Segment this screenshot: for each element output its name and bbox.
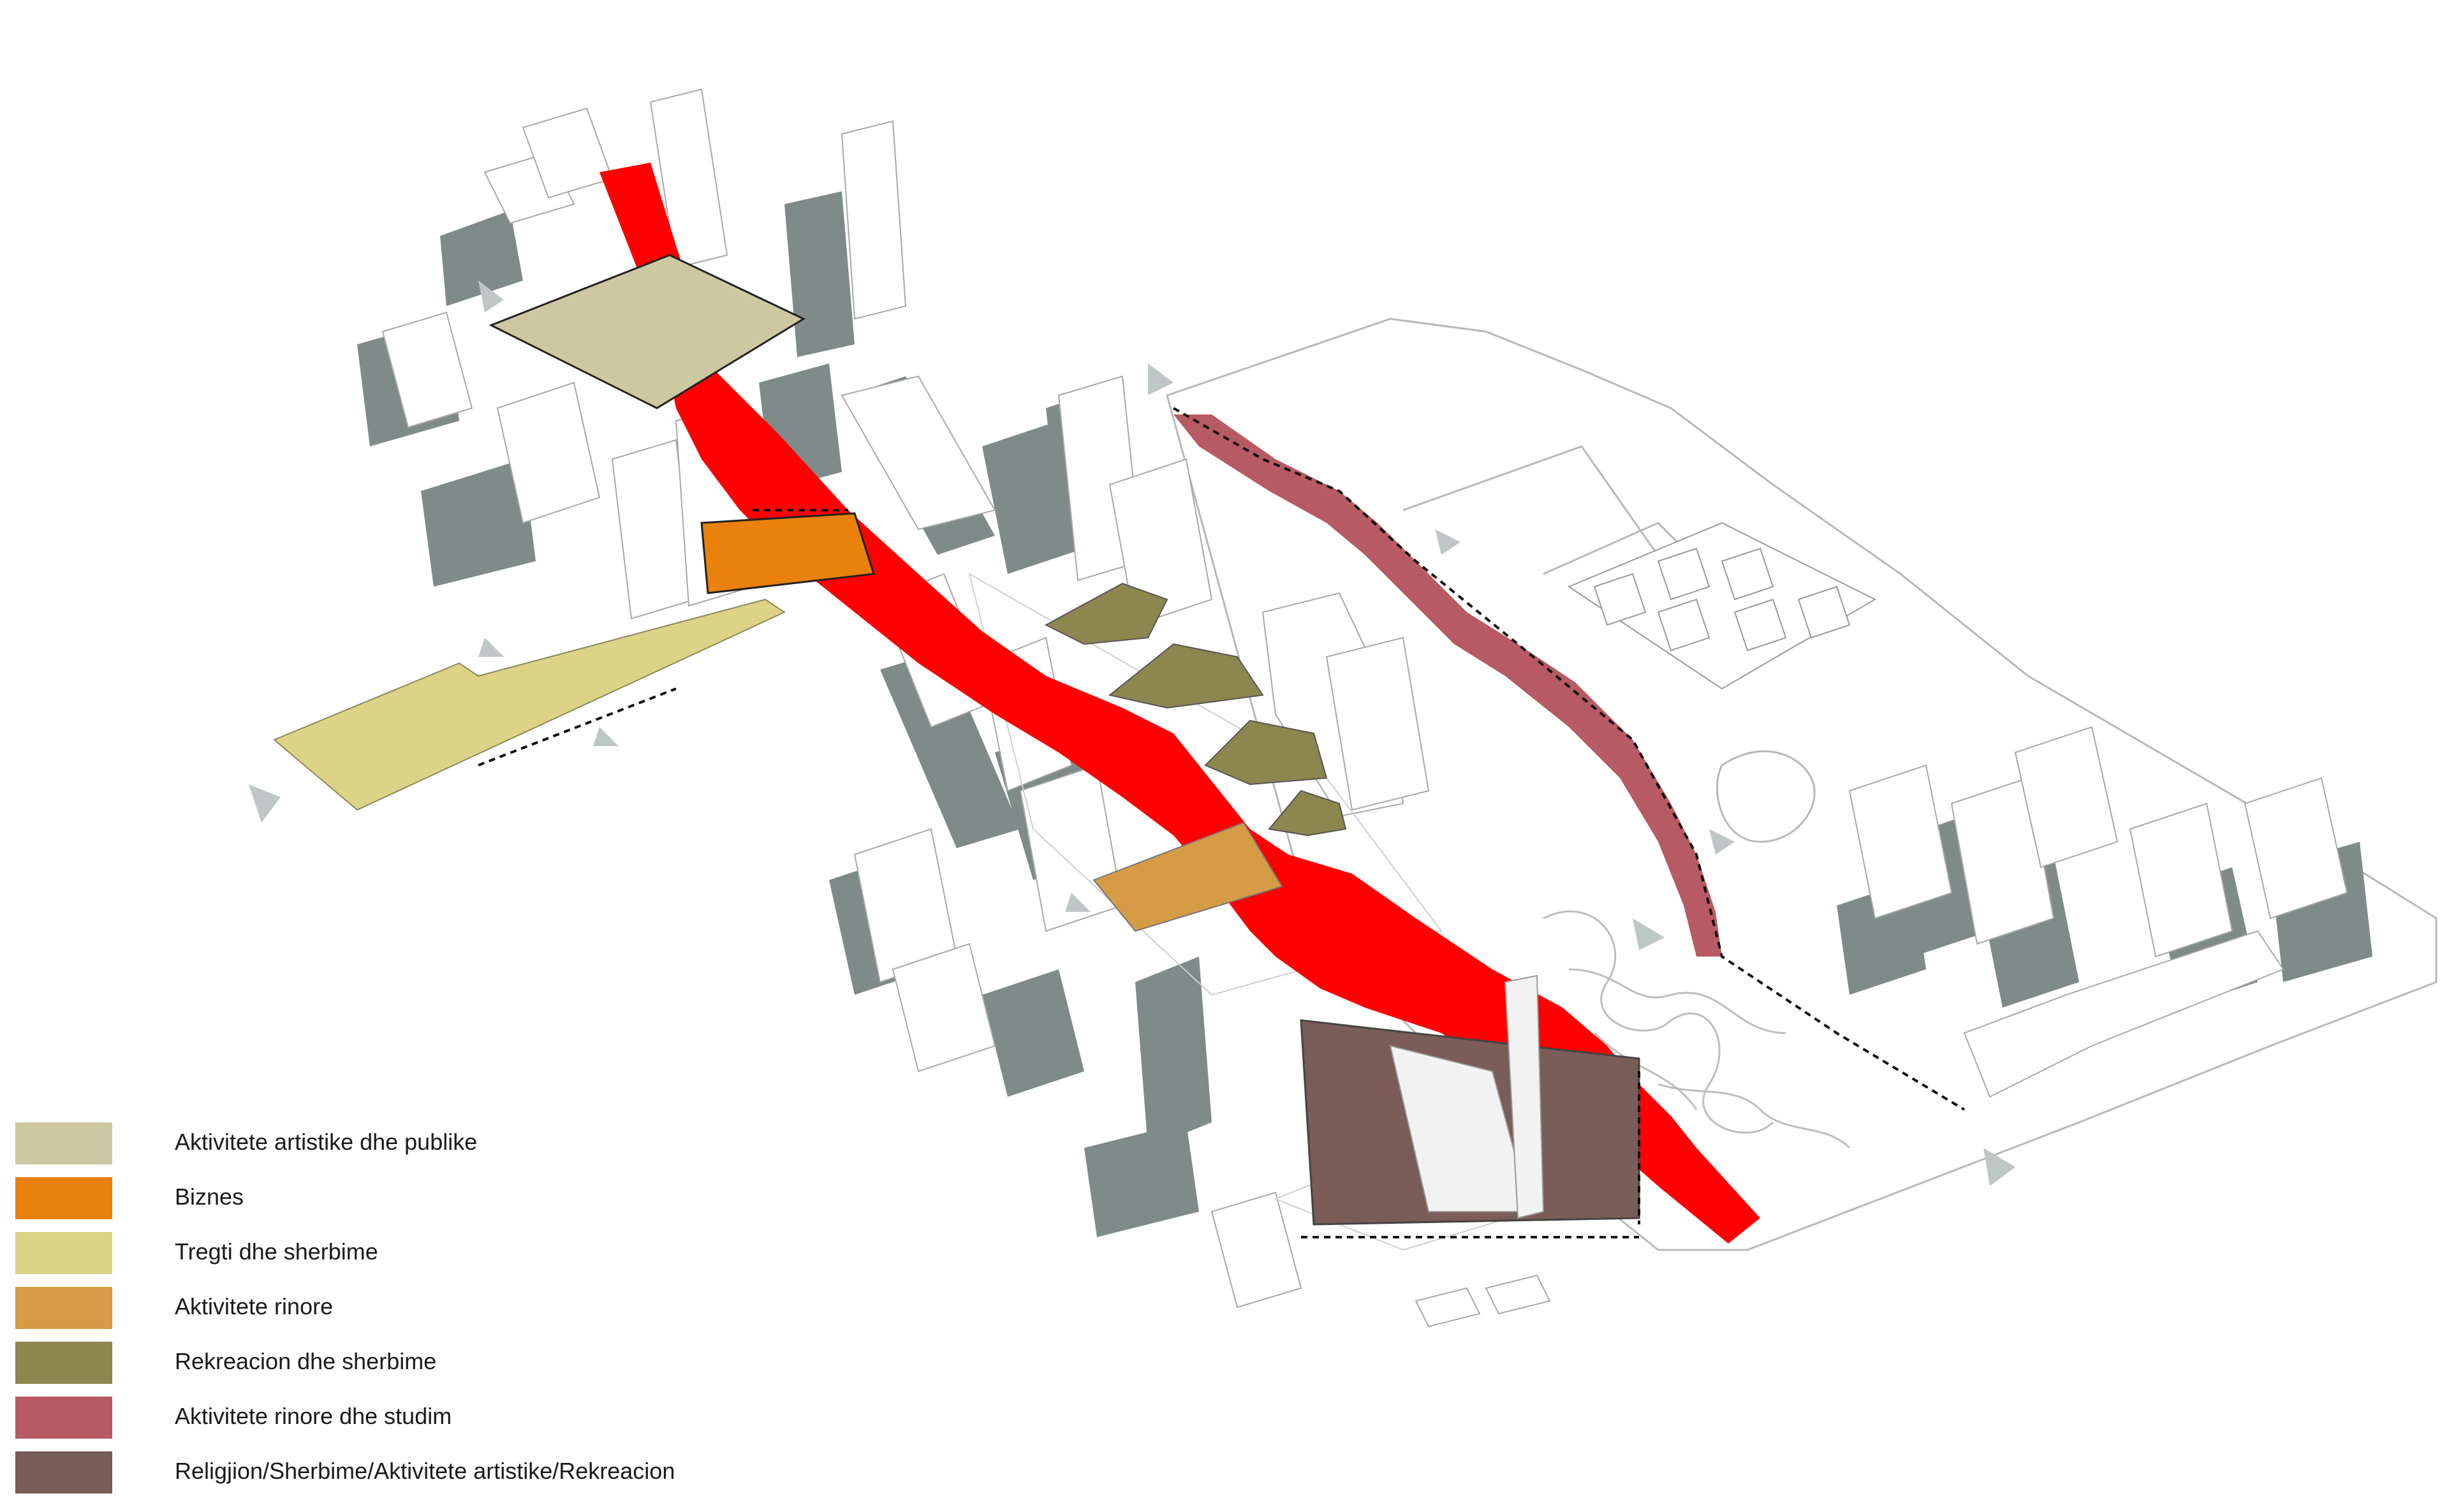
legend-swatch (15, 1451, 112, 1494)
dense-cluster (1567, 522, 1877, 690)
legend-label: Religjion/Sherbime/Aktivitete artistike/… (175, 1458, 675, 1484)
zone-youth (1092, 821, 1283, 932)
direction-arrows (249, 281, 2015, 1186)
arrow-icon (1633, 918, 1665, 950)
legend-swatch (15, 1287, 112, 1329)
park-paths (1543, 910, 1851, 1149)
zone-artistic-public (489, 254, 806, 409)
legend-label: Rekreacion dhe sherbime (175, 1348, 437, 1374)
arrow-icon (478, 638, 504, 657)
dashed-routes (478, 407, 1966, 1238)
church-structure (1389, 974, 1545, 1219)
legend-label: Aktivitete rinore dhe studim (175, 1403, 452, 1429)
arrow-icon (1435, 529, 1460, 555)
legend-label: Aktivitete artistike dhe publike (175, 1129, 478, 1155)
legend-label: Aktivitete rinore (175, 1293, 334, 1319)
legend-swatch (15, 1177, 112, 1219)
arrow-icon (1065, 893, 1091, 912)
arrow-icon (1709, 829, 1735, 855)
legend-item: Religjion/Sherbime/Aktivitete artistike/… (15, 1451, 844, 1496)
arrow-icon (249, 784, 281, 823)
legend-item: Biznes (15, 1177, 844, 1222)
legend-item: Aktivitete rinore (15, 1287, 844, 1332)
legend-label: Biznes (175, 1184, 244, 1210)
arrow-icon (593, 727, 619, 746)
legend-item: Tregti dhe sherbime (15, 1232, 844, 1277)
zone-recreation-services (1044, 582, 1347, 837)
arrow-icon (478, 281, 504, 312)
legend-item: Aktivitete rinore dhe studim (15, 1397, 844, 1441)
zone-trade-services (273, 598, 786, 811)
legend-swatch (15, 1397, 112, 1439)
legend-swatch (15, 1342, 112, 1384)
legend-swatch (15, 1122, 112, 1164)
arrow-icon (1148, 363, 1173, 395)
legend-item: Aktivitete artistike dhe publike (15, 1122, 844, 1167)
buildings (381, 88, 2348, 1328)
main-axis-red (599, 163, 1760, 1244)
legend-swatch (15, 1232, 112, 1274)
legend-item: Rekreacion dhe sherbime (15, 1342, 844, 1386)
arrow-icon (1983, 1148, 2015, 1186)
legend-label: Tregti dhe sherbime (175, 1238, 378, 1265)
zone-business (700, 512, 875, 594)
